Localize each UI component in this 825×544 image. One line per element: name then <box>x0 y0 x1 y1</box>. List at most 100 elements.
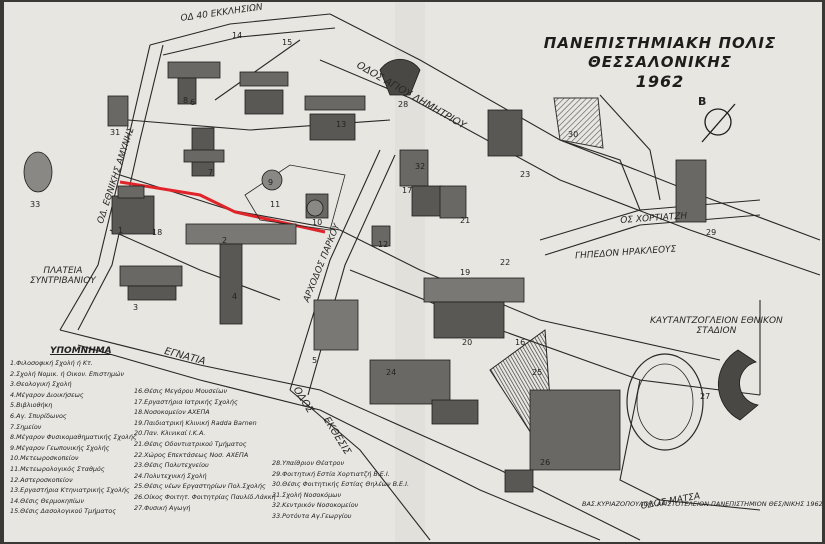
legend-item: 18.Νοσοκομείον ΑΧΕΠΑ <box>134 408 210 417</box>
building-number-15: 15 <box>282 38 293 47</box>
legend-item: 7.Σημείον <box>10 422 42 431</box>
highlighted-route <box>119 180 326 234</box>
legend-item: 19.Παιδιατρική Κλινική Radda Barnen <box>134 418 257 427</box>
building-number-14: 14 <box>232 31 243 40</box>
legend-title: ΥΠΟΜΝΗΜΑ <box>50 346 112 356</box>
map-title: ΠΑΝΕΠΙΣΤΗΜΙΑΚΗ ΠΟΛΙΣ ΘΕΣΣΑΛΟΝΙΚΗΣ 1962 <box>525 34 795 91</box>
legend-column-3: 28.Υπαίθριον Θέατρον 29.Φοιτητική Εστία Χ… <box>272 458 409 522</box>
building-number-18: 18 <box>152 228 163 237</box>
building-26 <box>504 389 621 493</box>
building-1 <box>111 185 155 235</box>
place-plateia: ΠΛΑΤΕΙΑ ΣΥΝΤΡΙΒΑΝΙΟΥ <box>30 266 96 286</box>
legend-item: 27.Φυσική Αγωγή <box>134 503 191 512</box>
building-number-2: 2 <box>222 236 228 245</box>
legend-column-1: 1.Φιλοσοφική Σχολή ή Κτ. 2.Σχολή Νομικ. ή… <box>10 358 137 517</box>
building-number-3: 3 <box>133 303 139 312</box>
building-24 <box>369 359 479 425</box>
north-arrow <box>701 103 736 143</box>
legend-item: 31.Σχολή Νοσοκόμων <box>272 490 342 499</box>
building-number-21: 21 <box>460 216 471 225</box>
building-7 <box>183 127 225 177</box>
building-31 <box>107 95 129 127</box>
building-33 <box>23 151 53 193</box>
legend-item: 14.Θέσις Θερμοκηπίων <box>10 496 84 505</box>
legend-item: 23.Θέσις Πολυτεχνείου <box>134 461 209 470</box>
building-number-20: 20 <box>462 338 473 347</box>
legend-item: 6.Αγ. Σπυρίδωνος <box>10 411 67 420</box>
building-number-6: 6 <box>190 98 196 107</box>
building-23 <box>487 109 523 157</box>
building-14 <box>306 199 324 217</box>
place-plateia-line-2: ΣΥΝΤΡΙΒΑΝΙΟΥ <box>30 276 96 286</box>
place-stadion-line-2: ΣΤΑΔΙΟΝ <box>696 326 737 336</box>
legend-item: 24.Πολυτεχνική Σχολή <box>134 471 207 480</box>
building-number-29: 29 <box>706 228 717 237</box>
place-stadion: ΚΑΥΤΑΝΤΖΟΓΛΕΙΟΝ ΕΘΝΙΚΟΝ ΣΤΑΔΙΟΝ <box>650 316 783 336</box>
building-number-17: 17 <box>402 186 413 195</box>
building-number-31: 31 <box>110 128 121 137</box>
legend-item: 22.Χώρος Επεκτάσεως Νοσ. ΑΧΕΠΑ <box>134 450 249 459</box>
legend-item: 33.Ροτόντα Αγ.Γεωργίου <box>272 511 352 520</box>
building-number-24: 24 <box>386 368 397 377</box>
building-number-5: 5 <box>312 356 318 365</box>
legend-item: 13.Εργαστήρια Κτηνιατρικής Σχολής <box>10 486 130 495</box>
building-number-19: 19 <box>460 268 471 277</box>
building-8 <box>167 61 221 105</box>
building-15 <box>239 71 289 115</box>
legend-item: 15.Θέσις Δασολογικού Τμήματος <box>10 507 117 516</box>
building-number-12: 12 <box>378 240 389 249</box>
title-line-3: 1962 <box>635 72 685 91</box>
legend-item: 2.Σχολή Νομικ. ή Οικον. Επιστημών <box>10 369 125 378</box>
place-stadion-line-1: ΚΑΥΤΑΝΤΖΟΓΛΕΙΟΝ ΕΘΝΙΚΟΝ <box>650 316 783 326</box>
building-number-8: 8 <box>183 96 189 105</box>
building-29 <box>675 159 707 223</box>
building-5 <box>313 299 359 351</box>
building-number-33: 33 <box>30 200 41 209</box>
legend-item: 17.Εργαστήρια Ιατρικής Σχολής <box>134 397 238 406</box>
legend-column-2: 16.Θέσις Μεγάρου Μουσείων 17.Εργαστήρια Ι… <box>134 386 276 513</box>
building-number-7: 7 <box>208 168 214 177</box>
building-number-23: 23 <box>520 170 531 179</box>
place-plateia-line-1: ΠΛΑΤΕΙΑ <box>43 266 83 276</box>
legend-item: 5.Βιβλιοθήκη <box>10 401 53 410</box>
legend-item: 29.Φοιτητική Εστία Χορτιατζή Β.Ε.Ι. <box>272 469 390 478</box>
building-number-4: 4 <box>232 292 238 301</box>
building-number-32: 32 <box>415 162 426 171</box>
title-line-1: ΠΑΝΕΠΙΣΤΗΜΙΑΚΗ ΠΟΛΙΣ <box>543 34 777 52</box>
building-12 <box>371 225 391 247</box>
legend-item: 25.Θέσις νέων Εργαστηρίων Πολ.Σχολής <box>134 482 266 491</box>
legend-item: 3.Θεολογική Σχολή <box>10 380 72 389</box>
building-number-27: 27 <box>700 392 711 401</box>
building-17 <box>399 149 443 217</box>
legend-item: 21.Θέσις Οδοντιατρικού Τμήματος <box>134 439 247 448</box>
legend-item: 8.Μέγαρον Φυσικομαθηματικής Σχολής <box>10 433 137 442</box>
legend-item: 16.Θέσις Μεγάρου Μουσείων <box>134 387 228 395</box>
legend-item: 28.Υπαίθριον Θέατρον <box>272 459 345 467</box>
building-21 <box>439 185 467 219</box>
stadium-grandstand <box>717 349 759 421</box>
buildings <box>23 58 759 493</box>
building-number-25: 25 <box>532 368 543 377</box>
building-number-30: 30 <box>568 130 579 139</box>
building-20 <box>423 277 525 339</box>
building-number-13: 13 <box>336 120 347 129</box>
legend-item: 30.Θέσις Φοιτητικής Εστίας Θηλέων Β.Ε.Ι. <box>272 480 410 489</box>
legend-item: 12.Αστεροσκοπείον <box>10 475 73 484</box>
building-number-28: 28 <box>398 100 409 109</box>
legend-item: 26.Οίκος Φοιτητ. Φοιτητρίας Παυλίδ.Λάκκη <box>134 492 276 501</box>
building-28 <box>379 58 421 96</box>
north-label: Β <box>698 95 707 108</box>
legend-item: 1.Φιλοσοφική Σχολή ή Κτ. <box>10 359 93 367</box>
building-13 <box>304 95 366 141</box>
building-number-26: 26 <box>540 458 551 467</box>
legend-item: 10.Μετεωροσκοπείον <box>10 454 79 463</box>
building-2 <box>185 223 297 325</box>
building-number-22: 22 <box>500 258 511 267</box>
legend-item: 4.Μέγαρον Διοικήσεως <box>10 390 84 399</box>
building-number-16: 16 <box>515 338 526 347</box>
building-number-9: 9 <box>268 178 274 187</box>
legend-item: 9.Μέγαρον Γεωπονικής Σχολής <box>10 443 110 452</box>
building-number-1: 1 <box>118 226 124 235</box>
building-number-11: 11 <box>270 200 281 209</box>
